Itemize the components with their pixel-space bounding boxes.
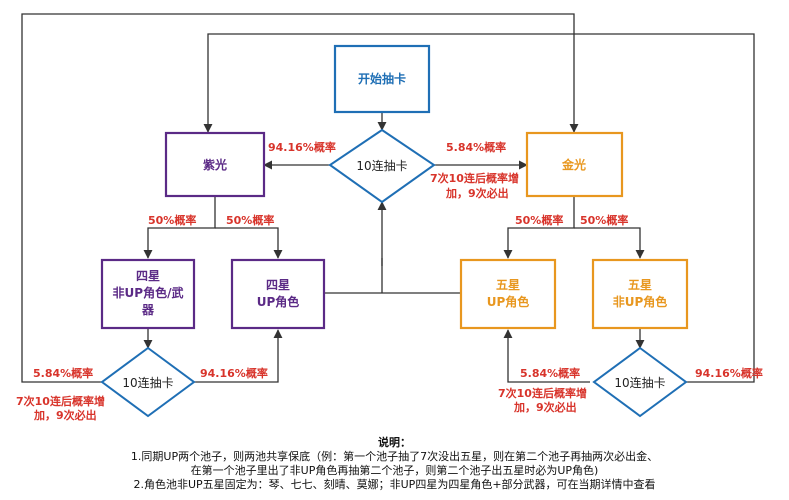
edge-left-diamond-to-4up <box>194 329 283 383</box>
five-star-up-line2: UP角色 <box>487 294 530 309</box>
notes-line-3: 2.角色池非UP五星固定为：琴、七七、刻晴、莫娜；非UP四星为四星角色+部分武器… <box>133 478 656 491</box>
label-left-diamond-right: 94.16%概率 <box>200 366 268 380</box>
five-star-non-up-line1: 五星 <box>628 278 652 292</box>
node-right-diamond: 10连抽卡 <box>592 346 688 418</box>
right-diamond-label: 10连抽卡 <box>614 375 665 390</box>
five-star-non-up-line2: 非UP角色 <box>613 294 668 309</box>
label-center-to-gold: 5.84%概率 <box>446 140 506 154</box>
four-star-non-up-line2: 非UP角色/武 <box>113 285 184 300</box>
label-right-diamond-left: 5.84%概率 <box>520 366 580 380</box>
node-four-star-non-up: 四星 非UP角色/武 器 <box>100 258 196 330</box>
node-purple-light: 紫光 <box>164 131 266 198</box>
node-four-star-up: 四星 UP角色 <box>230 258 326 330</box>
four-star-up-line2: UP角色 <box>257 294 300 309</box>
node-start: 开始抽卡 <box>333 44 431 114</box>
edge-purple-split-right <box>215 227 283 259</box>
label-purple-right: 50%概率 <box>226 213 274 227</box>
notes-title: 说明： <box>378 436 411 449</box>
label-left-diamond-left: 5.84%概率 <box>33 366 93 380</box>
label-right-diamond-note-1: 7次10连后概率增 <box>498 386 587 400</box>
edge-gold-split-right <box>574 227 645 259</box>
edge-left-diamond-loop <box>21 13 579 383</box>
label-center-to-purple: 94.16%概率 <box>268 140 336 154</box>
node-five-star-non-up: 五星 非UP角色 <box>591 258 689 330</box>
node-gold-light: 金光 <box>525 131 624 198</box>
label-left-diamond-note-1: 7次10连后概率增 <box>16 394 105 408</box>
edge-labels: 94.16%概率 5.84%概率 7次10连后概率增 加，9次必出 50%概率 … <box>16 140 763 422</box>
label-gold-left: 50%概率 <box>515 213 563 227</box>
notes-line-2: 在第一个池子里出了非UP角色再抽第二个池子，则第二个池子出五星时必为UP角色) <box>190 464 599 477</box>
label-purple-left: 50%概率 <box>148 213 196 227</box>
node-five-star-up: 五星 UP角色 <box>459 258 557 330</box>
four-star-non-up-line3: 器 <box>141 303 155 317</box>
notes-line-1: 1.同期UP两个池子，则两池共享保底（例：第一个池子抽了7次没出五星，则在第二个… <box>130 450 659 463</box>
node-start-label: 开始抽卡 <box>358 71 406 86</box>
node-center-diamond: 10连抽卡 <box>328 128 436 204</box>
edge-gold-split <box>503 196 575 259</box>
edge-purple-split <box>143 196 216 259</box>
label-center-gold-note-2: 加，9次必出 <box>445 186 509 200</box>
five-star-up-line1: 五星 <box>496 278 520 292</box>
four-star-up-line1: 四星 <box>266 278 290 292</box>
label-right-diamond-right: 94.16%概率 <box>695 366 763 380</box>
node-left-diamond: 10连抽卡 <box>100 346 196 418</box>
edge-right-diamond-to-5up <box>503 329 590 383</box>
label-center-gold-note-1: 7次10连后概率增 <box>430 171 519 185</box>
purple-light-label: 紫光 <box>203 157 227 172</box>
gold-light-label: 金光 <box>561 157 586 172</box>
center-diamond-label: 10连抽卡 <box>356 158 407 173</box>
four-star-non-up-line1: 四星 <box>136 269 160 283</box>
edge-right-diamond-loop <box>203 33 755 383</box>
label-right-diamond-note-2: 加，9次必出 <box>513 400 577 414</box>
connectors <box>21 13 755 383</box>
label-gold-right: 50%概率 <box>580 213 628 227</box>
label-left-diamond-note-2: 加，9次必出 <box>33 408 97 422</box>
left-diamond-label: 10连抽卡 <box>122 375 173 390</box>
explanation-notes: 说明： 1.同期UP两个池子，则两池共享保底（例：第一个池子抽了7次没出五星，则… <box>0 436 789 492</box>
